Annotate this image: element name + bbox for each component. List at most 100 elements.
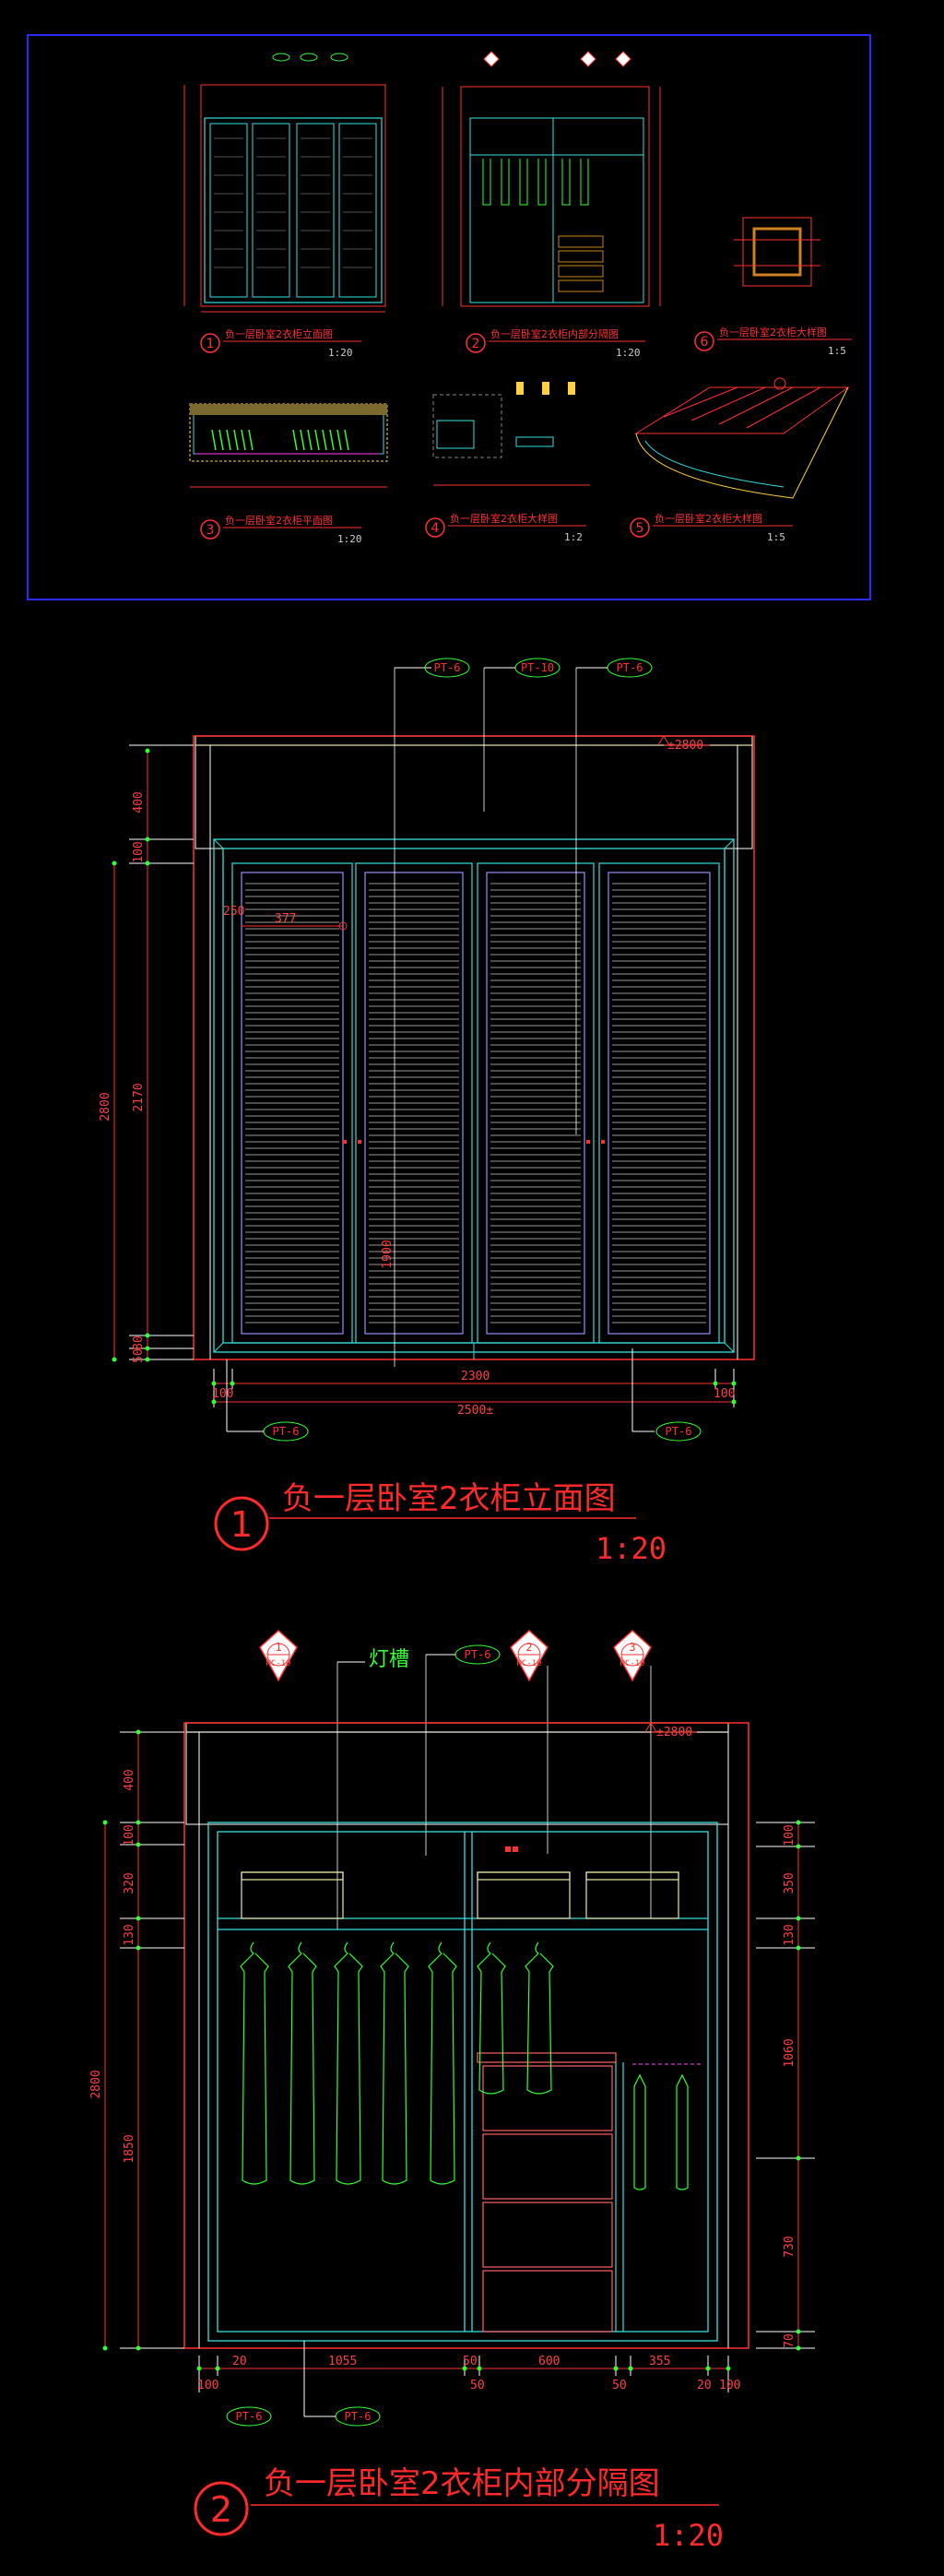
elevation-tag-3: PT-6	[617, 661, 643, 674]
trouser-hanger-icon	[676, 2073, 689, 2190]
thumb-title-1-scale: 1:20	[328, 347, 353, 359]
thumb-title-6-num: 6	[701, 335, 709, 350]
thumb-title-2-num: 2	[472, 337, 480, 351]
interior-level-text: ±2800	[656, 1726, 692, 1739]
elevation-dim-100: 100	[132, 841, 146, 862]
clothes-hanger-icon	[240, 1941, 269, 2185]
elevation-dim-2500: 2500±	[457, 1404, 493, 1418]
thumb-title-4-scale: 1:2	[564, 531, 583, 543]
thumb-title-3-text: 负一层卧室2衣柜平面图	[225, 514, 333, 527]
thumb-interior	[442, 51, 661, 307]
interior-scale: 1:20	[653, 2518, 724, 2553]
thumb-title-1: 1 负一层卧室2衣柜立面图 1:20	[200, 327, 361, 359]
interior-bsub-100l: 100	[197, 2379, 218, 2392]
interior-tag-bottom-1: PT-6	[236, 2410, 263, 2423]
interior-bsub-50b: 50	[612, 2379, 627, 2392]
thumb-plan	[189, 403, 388, 488]
section-mark-1: 1 NC-10	[259, 1629, 298, 1682]
clothes-hanger-icon	[288, 1941, 317, 2185]
section-mark-3: 3 NC-10	[613, 1629, 652, 1682]
section-mark-3-num: 3	[629, 1641, 635, 1654]
thumb-title-4: 4 负一层卧室2衣柜大样图 1:2	[425, 512, 586, 543]
elevation-tag-bottom-1: PT-6	[273, 1425, 300, 1438]
interior-bdim-20: 20	[232, 2355, 247, 2368]
interior-bdim-20r: 20	[697, 2379, 712, 2392]
elevation-dim-50: 50	[132, 1348, 146, 1363]
elevation-left-dims	[113, 744, 194, 1360]
hanging-clothes	[240, 1941, 689, 2190]
elevation-dim-door: 1900	[381, 1240, 395, 1268]
interior-dim-130: 130	[123, 1924, 136, 1945]
interior-bdim-1055: 1055	[328, 2355, 357, 2368]
elevation-title: 负一层卧室2衣柜立面图	[282, 1480, 616, 1517]
thumb-title-3-scale: 1:20	[337, 533, 362, 545]
trouser-hanger-icon	[633, 2073, 646, 2190]
thumb-title-6: 6 负一层卧室2衣柜大样图 1:5	[694, 326, 852, 357]
thumb-detail-6	[734, 217, 820, 287]
section-mark-2: 2 NC-10	[510, 1629, 549, 1682]
elevation-bottom-dims	[213, 1369, 735, 1407]
section-mark-2-num: 2	[525, 1641, 532, 1654]
thumb-title-5-scale: 1:5	[767, 531, 785, 543]
thumb-title-6-scale: 1:5	[828, 345, 846, 357]
elevation-dim-b100-left: 100	[212, 1387, 233, 1401]
interior-dim-1850: 1850	[123, 2134, 136, 2163]
elevation-scale: 1:20	[596, 1531, 667, 1566]
thumb-detail-5	[634, 377, 850, 499]
interior-rdim-130: 130	[783, 1924, 796, 1945]
interior-bdim-50: 50	[463, 2355, 478, 2368]
interior-right-dims	[756, 1822, 815, 2349]
interior-title-num: 2	[210, 2489, 232, 2530]
clothes-hanger-icon	[380, 1941, 409, 2185]
clothes-hanger-icon	[428, 1941, 457, 2185]
thumb-title-4-num: 4	[431, 521, 440, 536]
interior-dim-100: 100	[123, 1824, 136, 1846]
thumb-elevation	[183, 53, 386, 313]
section-mark-2-sub: NC-10	[516, 1659, 541, 1668]
elevation-level-mark: ±2800	[657, 735, 710, 753]
interior-bdim-600: 600	[538, 2355, 560, 2368]
elevation-tag-2: PT-10	[521, 661, 554, 674]
interior-left-dims	[104, 1731, 184, 2349]
thumb-title-5-text: 负一层卧室2衣柜大样图	[655, 512, 762, 525]
interior-rdim-100: 100	[783, 1824, 796, 1846]
thumb-title-4-text: 负一层卧室2衣柜大样图	[450, 512, 558, 525]
interior-tag-top: PT-6	[465, 1648, 491, 1661]
thumb-title-1-text: 负一层卧室2衣柜立面图	[225, 327, 333, 340]
elevation-title-block: 1 负一层卧室2衣柜立面图 1:20	[214, 1480, 667, 1566]
thumb-title-2: 2 负一层卧室2衣柜内部分隔图 1:20	[466, 327, 645, 359]
interior-dim-400: 400	[123, 1769, 136, 1790]
light-slot-label: 灯槽	[369, 1648, 409, 1671]
elevation-view: PT-6 PT-10 PT-6 ±2800	[99, 658, 755, 1566]
thumb-title-1-num: 1	[206, 337, 215, 351]
elevation-dim-250: 250	[223, 905, 244, 919]
interior-view: 1 NC-10 2 NC-10 3 NC-10 灯槽 PT-6	[89, 1629, 815, 2553]
interior-bsub-100r: 100	[719, 2379, 740, 2392]
elevation-dim-2170: 2170	[132, 1083, 146, 1111]
interior-rdim-350: 350	[783, 1872, 796, 1893]
elevation-dim-b100-right: 100	[714, 1387, 735, 1401]
interior-dim-2800: 2800	[89, 2070, 103, 2098]
interior-bsub-50a: 50	[470, 2379, 485, 2392]
interior-rdim-1060: 1060	[783, 2038, 796, 2067]
thumb-titles: 1 负一层卧室2衣柜立面图 1:20 2 负一层卧室2衣柜内部分隔图 1:20 …	[200, 326, 852, 545]
elevation-tags-bottom: PT-6 PT-6	[226, 1348, 702, 1442]
elevation-title-num: 1	[230, 1504, 253, 1545]
interior-rdim-730: 730	[783, 2236, 796, 2257]
thumb-title-3: 3 负一层卧室2衣柜平面图 1:20	[200, 514, 362, 545]
thumb-title-5-num: 5	[636, 521, 644, 536]
clothes-hanger-icon	[334, 1941, 363, 2185]
thumb-title-3-num: 3	[206, 523, 215, 538]
thumb-title-5: 5 负一层卧室2衣柜大样图 1:5	[630, 512, 793, 543]
section-mark-3-sub: NC-10	[620, 1659, 644, 1668]
elevation-tags-top: PT-6 PT-10 PT-6	[394, 658, 653, 1367]
thumb-title-2-text: 负一层卧室2衣柜内部分隔图	[490, 327, 619, 340]
thumb-title-2-scale: 1:20	[616, 347, 641, 359]
interior-dim-320: 320	[123, 1872, 136, 1893]
elevation-tag-1: PT-6	[434, 661, 461, 674]
door-louvers	[245, 883, 706, 1324]
clothes-hanger-icon	[525, 1941, 554, 2095]
elevation-level-text: ±2800	[667, 739, 703, 753]
interior-level-mark: ±2800	[644, 1722, 697, 1739]
